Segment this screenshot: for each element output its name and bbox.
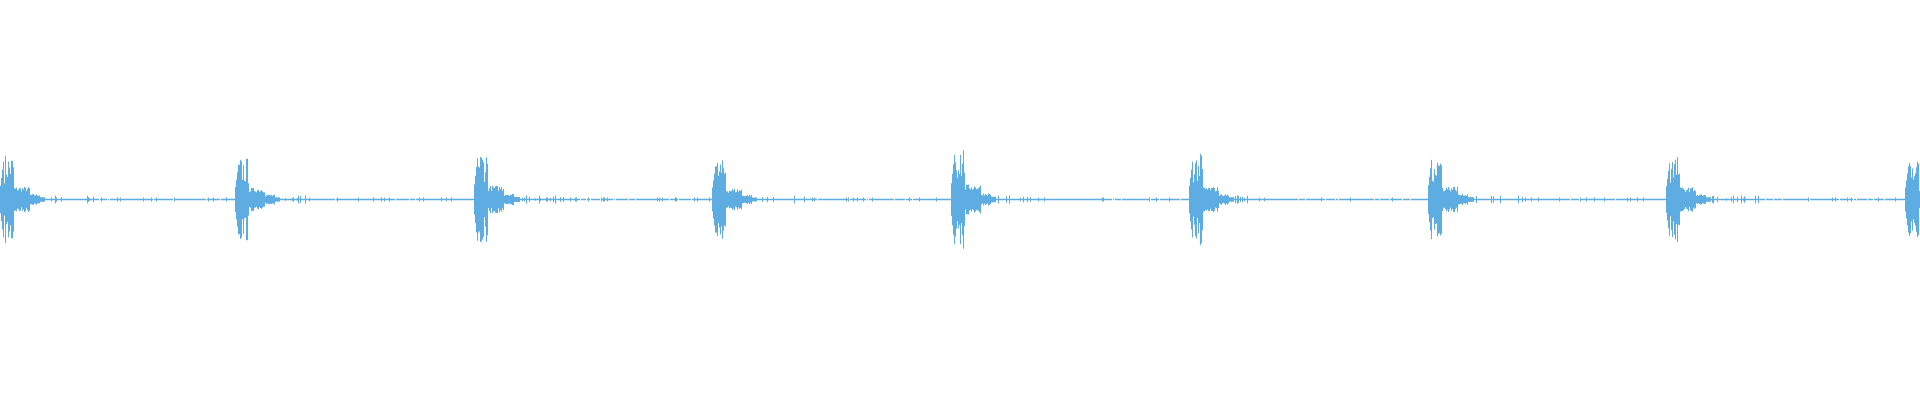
waveform-trace [0, 150, 1920, 249]
waveform-samples [0, 150, 1920, 249]
